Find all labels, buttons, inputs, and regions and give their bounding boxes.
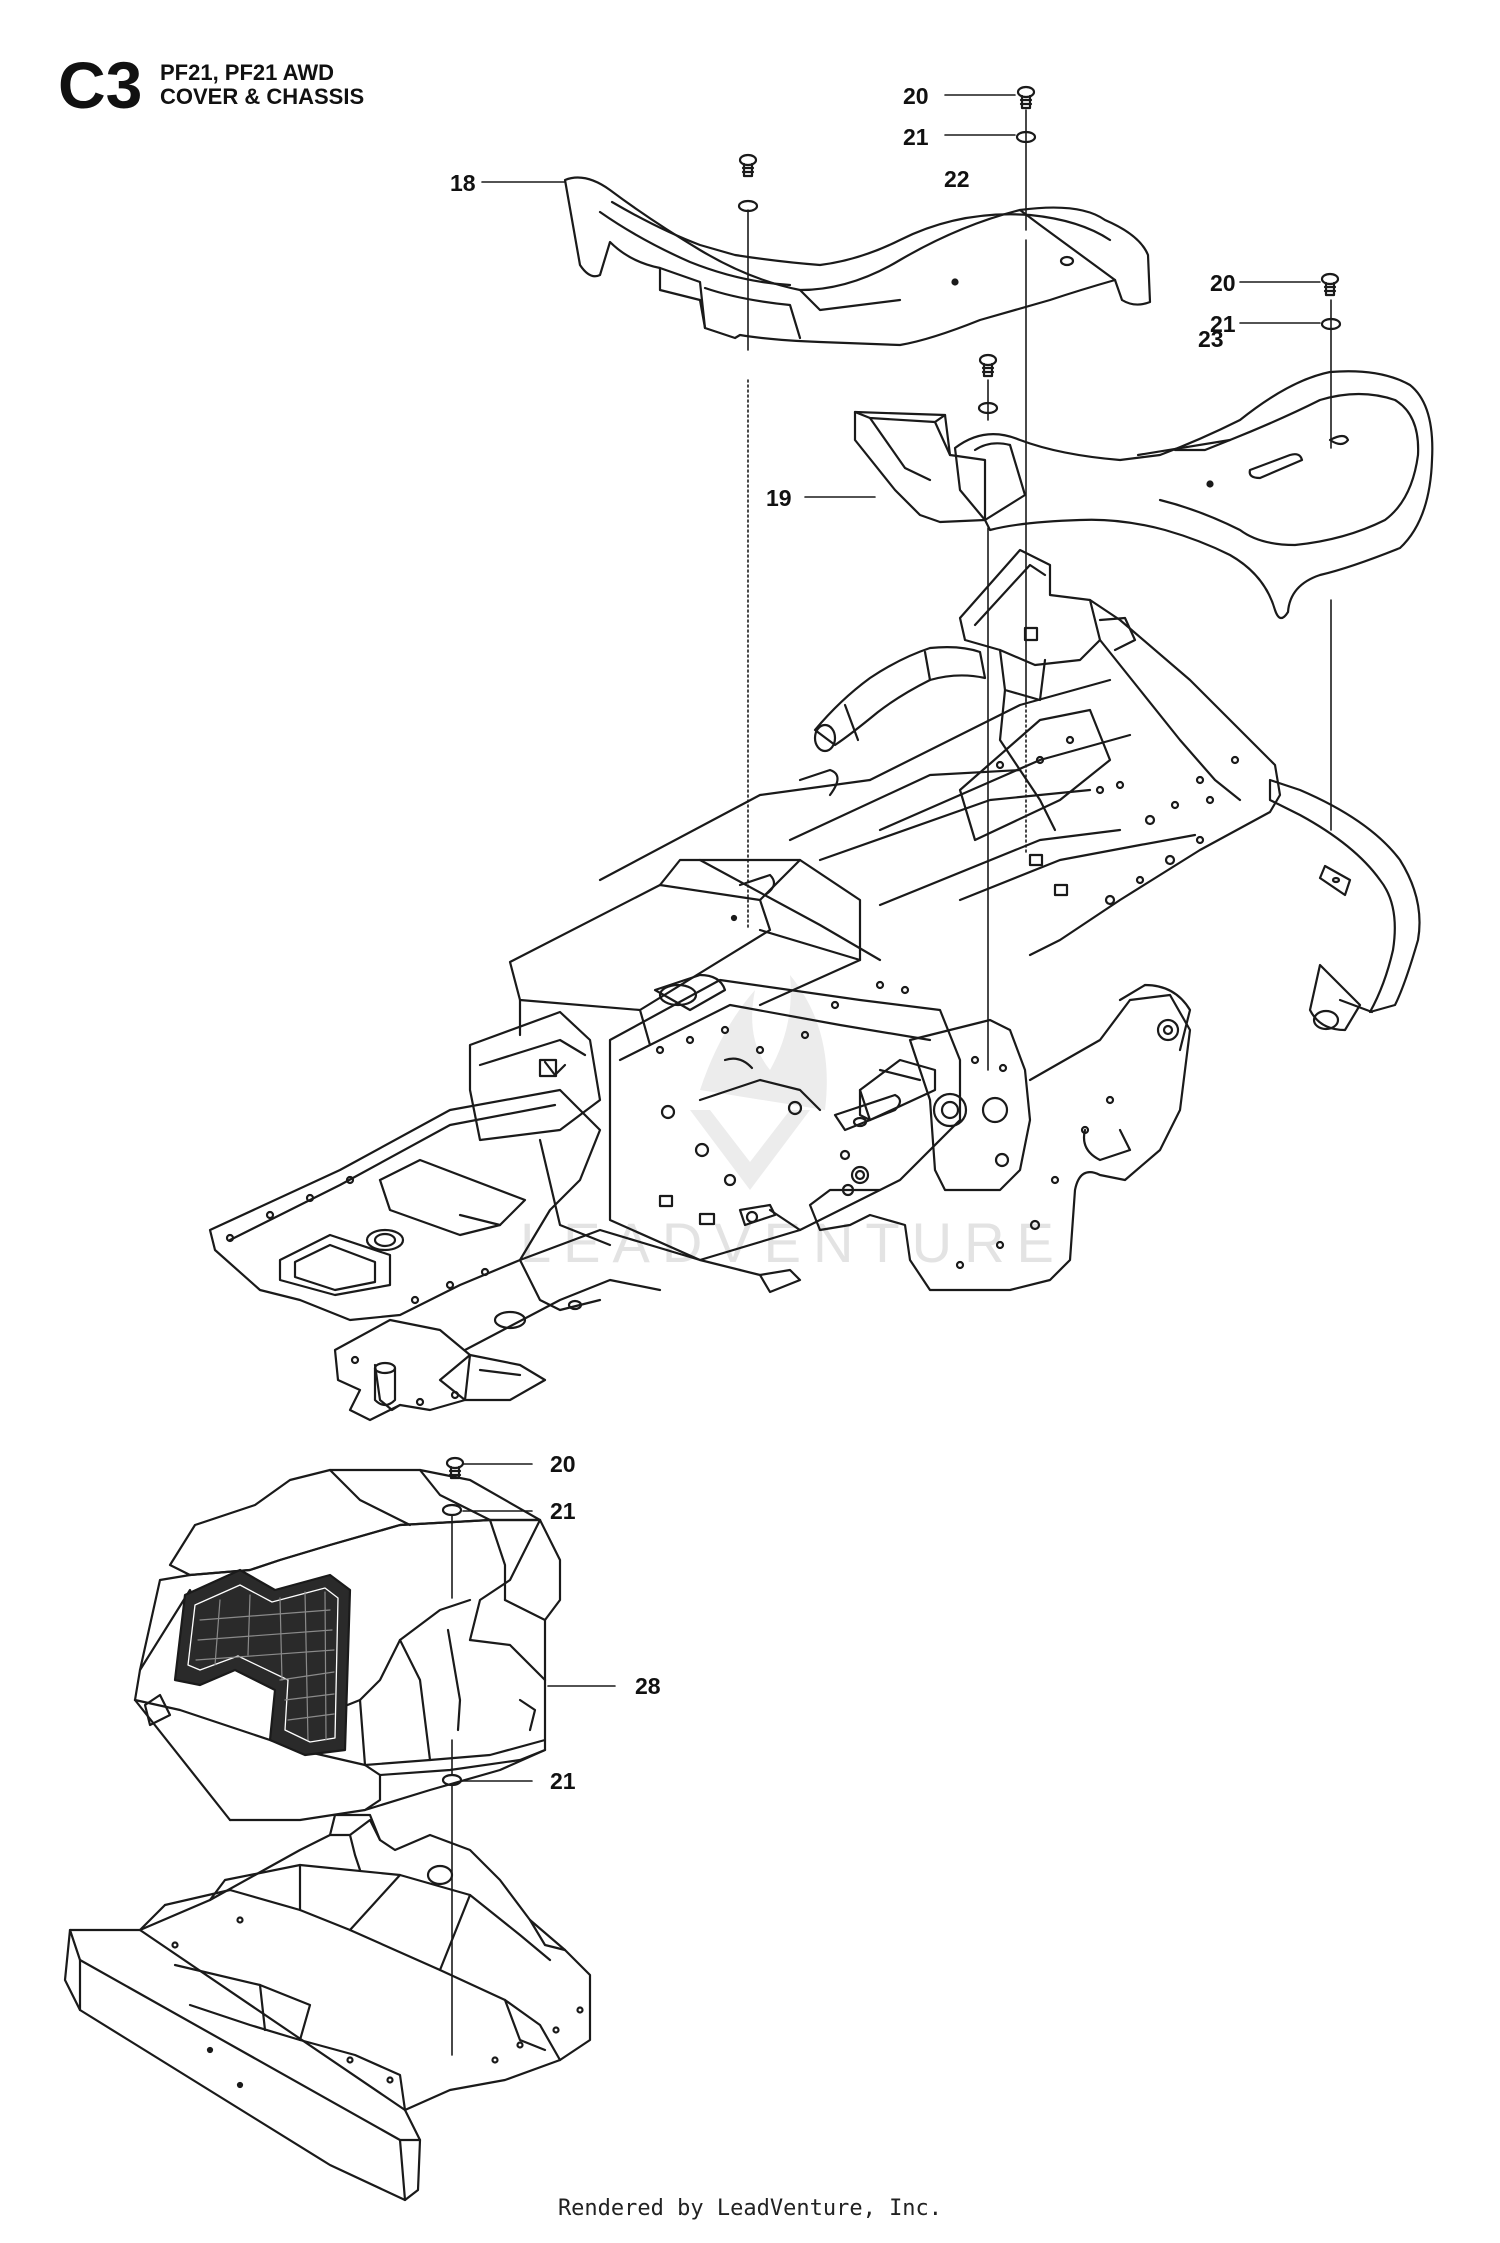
- callout-22: 22: [944, 166, 970, 192]
- part-callouts: 20 21 18 22 20 21 23 19 20 21 28 21: [450, 83, 1236, 1794]
- fastener-leader-lines-upper: [481, 94, 1332, 1071]
- seat-pan-part-23: [953, 370, 1434, 620]
- callout-21: 21: [1210, 311, 1236, 337]
- washer-part-21: [1320, 317, 1342, 331]
- footer-credit: Rendered by LeadVenture, Inc.: [557, 2196, 943, 2221]
- washer-part-21: [737, 199, 759, 213]
- callout-19: 19: [766, 485, 792, 511]
- rear-fender-cover-part-18: [563, 176, 1152, 347]
- screw-part-20: [978, 353, 998, 378]
- callout-21: 21: [550, 1768, 576, 1794]
- washer-part-21: [977, 401, 999, 415]
- section-title: COVER & CHASSIS: [160, 84, 365, 109]
- hood-cover-part-28: [133, 1468, 562, 1822]
- fastener-set-upper: [737, 85, 1342, 415]
- callout-20: 20: [550, 1451, 576, 1477]
- watermark: LEADVENTURE: [520, 975, 1054, 1274]
- diagram-code: C3: [58, 48, 143, 122]
- screw-part-20: [1320, 272, 1340, 297]
- front-bumper-tube: [813, 646, 987, 753]
- washer-part-21: [441, 1503, 463, 1517]
- screw-part-20: [738, 153, 758, 178]
- callout-21: 21: [903, 124, 929, 150]
- callout-20: 20: [903, 83, 929, 109]
- callout-23: 23: [1198, 326, 1224, 352]
- screw-part-20: [1016, 85, 1036, 110]
- callout-28: 28: [635, 1673, 661, 1699]
- washer-part-21: [1015, 130, 1037, 144]
- callout-20: 20: [1210, 270, 1236, 296]
- screw-part-20: [445, 1456, 465, 1480]
- cover-flap-part-19: [853, 410, 987, 524]
- front-shroud: [63, 1813, 592, 2202]
- callout-18: 18: [450, 170, 476, 196]
- fastener-set-lower: [441, 1456, 616, 2056]
- chassis-frame: [208, 548, 1282, 1422]
- callout-21: 21: [550, 1498, 576, 1524]
- model-name: PF21, PF21 AWD: [160, 60, 335, 85]
- rear-bumper-tube: [1268, 778, 1421, 1032]
